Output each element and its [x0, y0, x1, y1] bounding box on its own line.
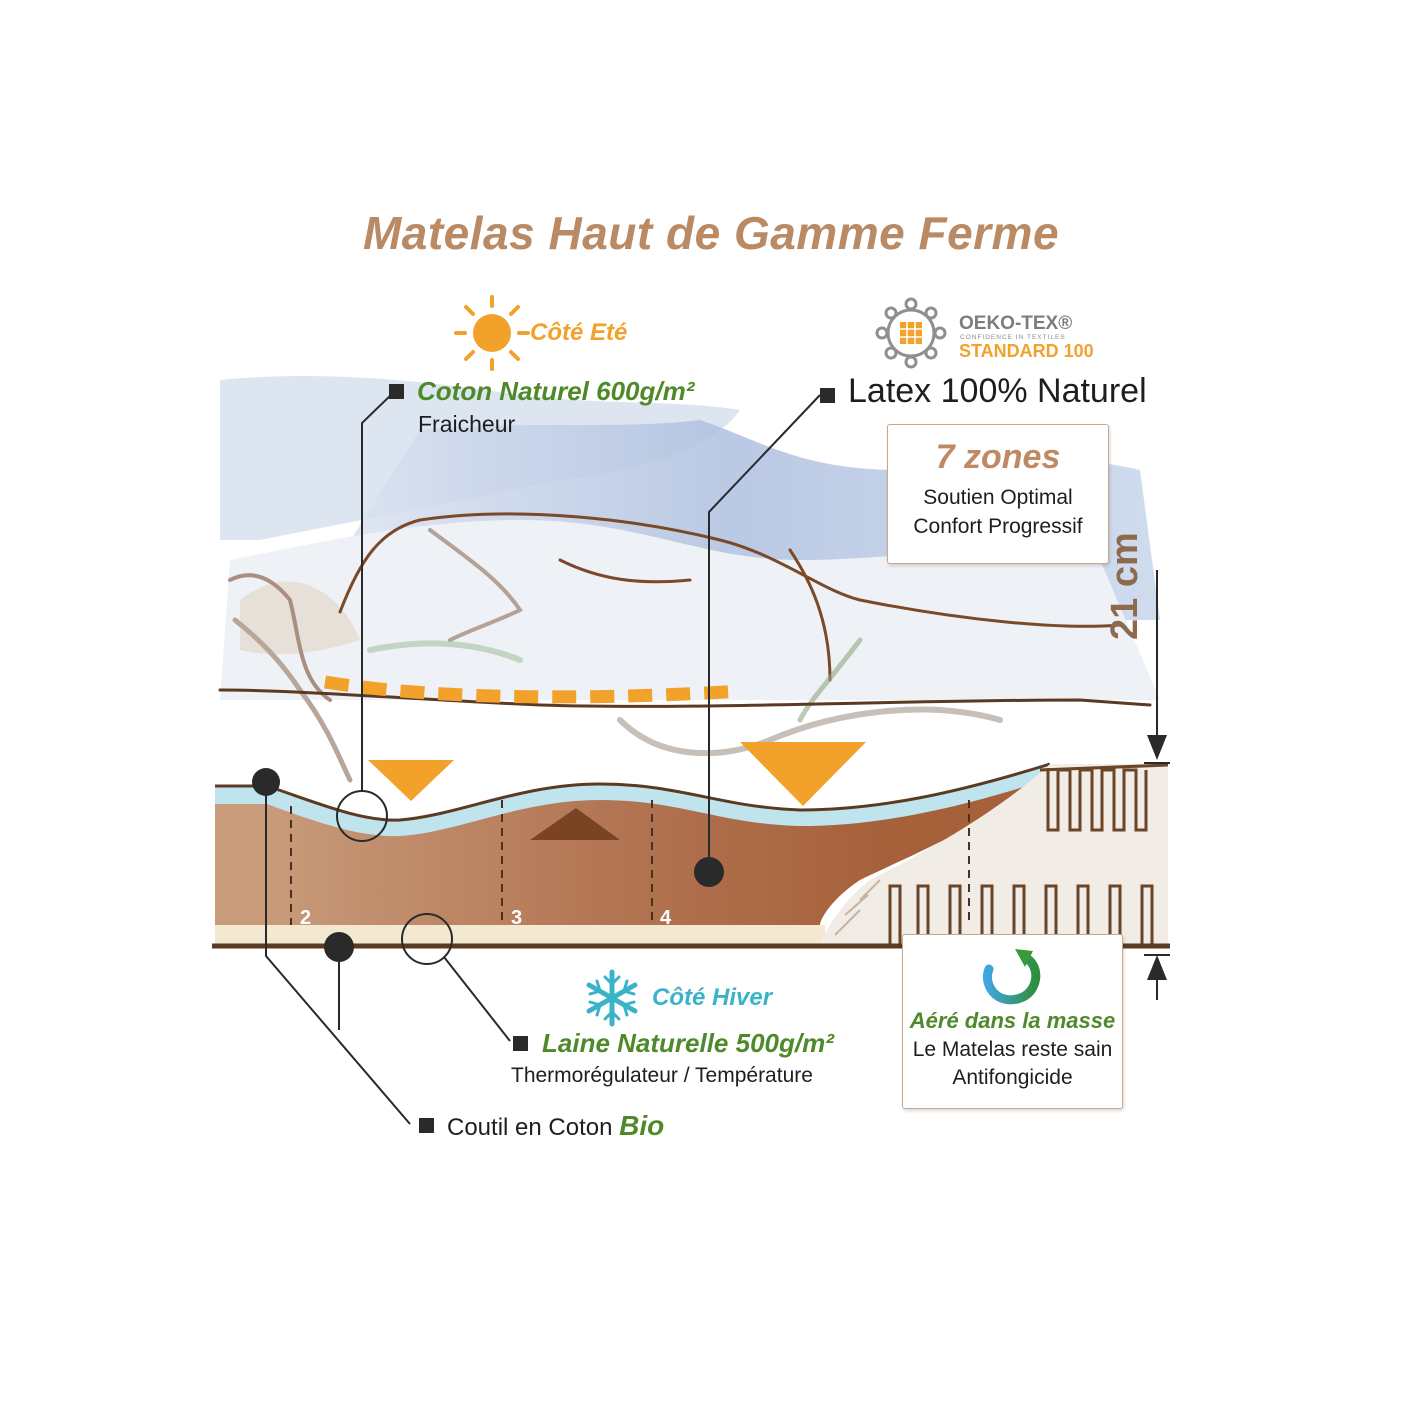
cotton-bullet: [389, 384, 404, 399]
ventilation-box-line1: Le Matelas reste sain: [912, 1037, 1113, 1061]
zones-box-title: 7 zones: [935, 438, 1061, 476]
zone-number-3: 3: [511, 907, 522, 929]
zones-box-line2: Confort Progressif: [913, 514, 1083, 538]
mattress-top-outline: [215, 762, 1051, 822]
height-dimension: [1144, 570, 1170, 1000]
wool-layer-marker: [401, 913, 453, 965]
zone-number-4: 4: [660, 907, 672, 929]
sun-icon: [454, 295, 530, 371]
ticking-label: Coutil en Coton Bio: [447, 1112, 664, 1140]
latex-marker: [694, 857, 724, 887]
wool-layer-title: Laine Naturelle 500g/m²: [542, 1028, 834, 1058]
bottom-wool-layer: [215, 925, 825, 945]
oeko-tex-logo: [875, 297, 947, 369]
snowflake-icon: [586, 969, 638, 1027]
sleeping-person: [218, 512, 1152, 783]
ventilation-info-box: Aéré dans la masse Le Matelas reste sain…: [902, 934, 1123, 1109]
leader-lines: [265, 392, 821, 1125]
recycle-arrow-icon: [982, 949, 1040, 1005]
ticking-prefix: Coutil en Coton: [447, 1114, 613, 1141]
wool-bullet: [513, 1036, 528, 1051]
winter-side-label: Côté Hiver: [652, 984, 773, 1011]
page-title: Matelas Haut de Gamme Ferme: [362, 207, 1060, 259]
ticking-highlight: Bio: [619, 1110, 665, 1141]
latex-layer-title: Latex 100% Naturel: [848, 372, 1147, 410]
oeko-tex-standard: STANDARD 100: [959, 341, 1094, 361]
ventilation-box-line2: Antifongicide: [952, 1065, 1073, 1089]
cotton-layer-title: Coton Naturel 600g/m²: [417, 376, 695, 406]
latex-bullet: [820, 388, 835, 403]
oeko-tex-name: OEKO-TEX®: [959, 313, 1072, 334]
support-arrow-up: [530, 808, 620, 840]
ventilation-box-title: Aéré dans la masse: [909, 1008, 1116, 1033]
mattress-left-edge: [215, 792, 267, 925]
summer-side-label: Côté Eté: [530, 319, 628, 346]
spine-alignment-line: [323, 675, 743, 704]
pressure-arrow-shoulder: [368, 760, 454, 801]
zone-separators: [290, 800, 970, 925]
zones-info-box: 7 zones Soutien Optimal Confort Progress…: [887, 424, 1109, 564]
oeko-tex-tagline: CONFIDENCE IN TEXTILES: [960, 334, 1066, 341]
cotton-layer-subtitle: Fraicheur: [418, 411, 516, 437]
air-channels-section: [820, 763, 1169, 945]
pressure-arrow-hip: [740, 742, 866, 806]
zone-number-2: 2: [300, 907, 311, 929]
zones-box-line1: Soutien Optimal: [923, 486, 1073, 510]
mattress-height-label: 21 cm: [1104, 532, 1146, 640]
ticking-bullet: [419, 1118, 434, 1133]
latex-core: [267, 770, 1050, 925]
wool-layer-subtitle: Thermorégulateur / Température: [511, 1064, 813, 1087]
